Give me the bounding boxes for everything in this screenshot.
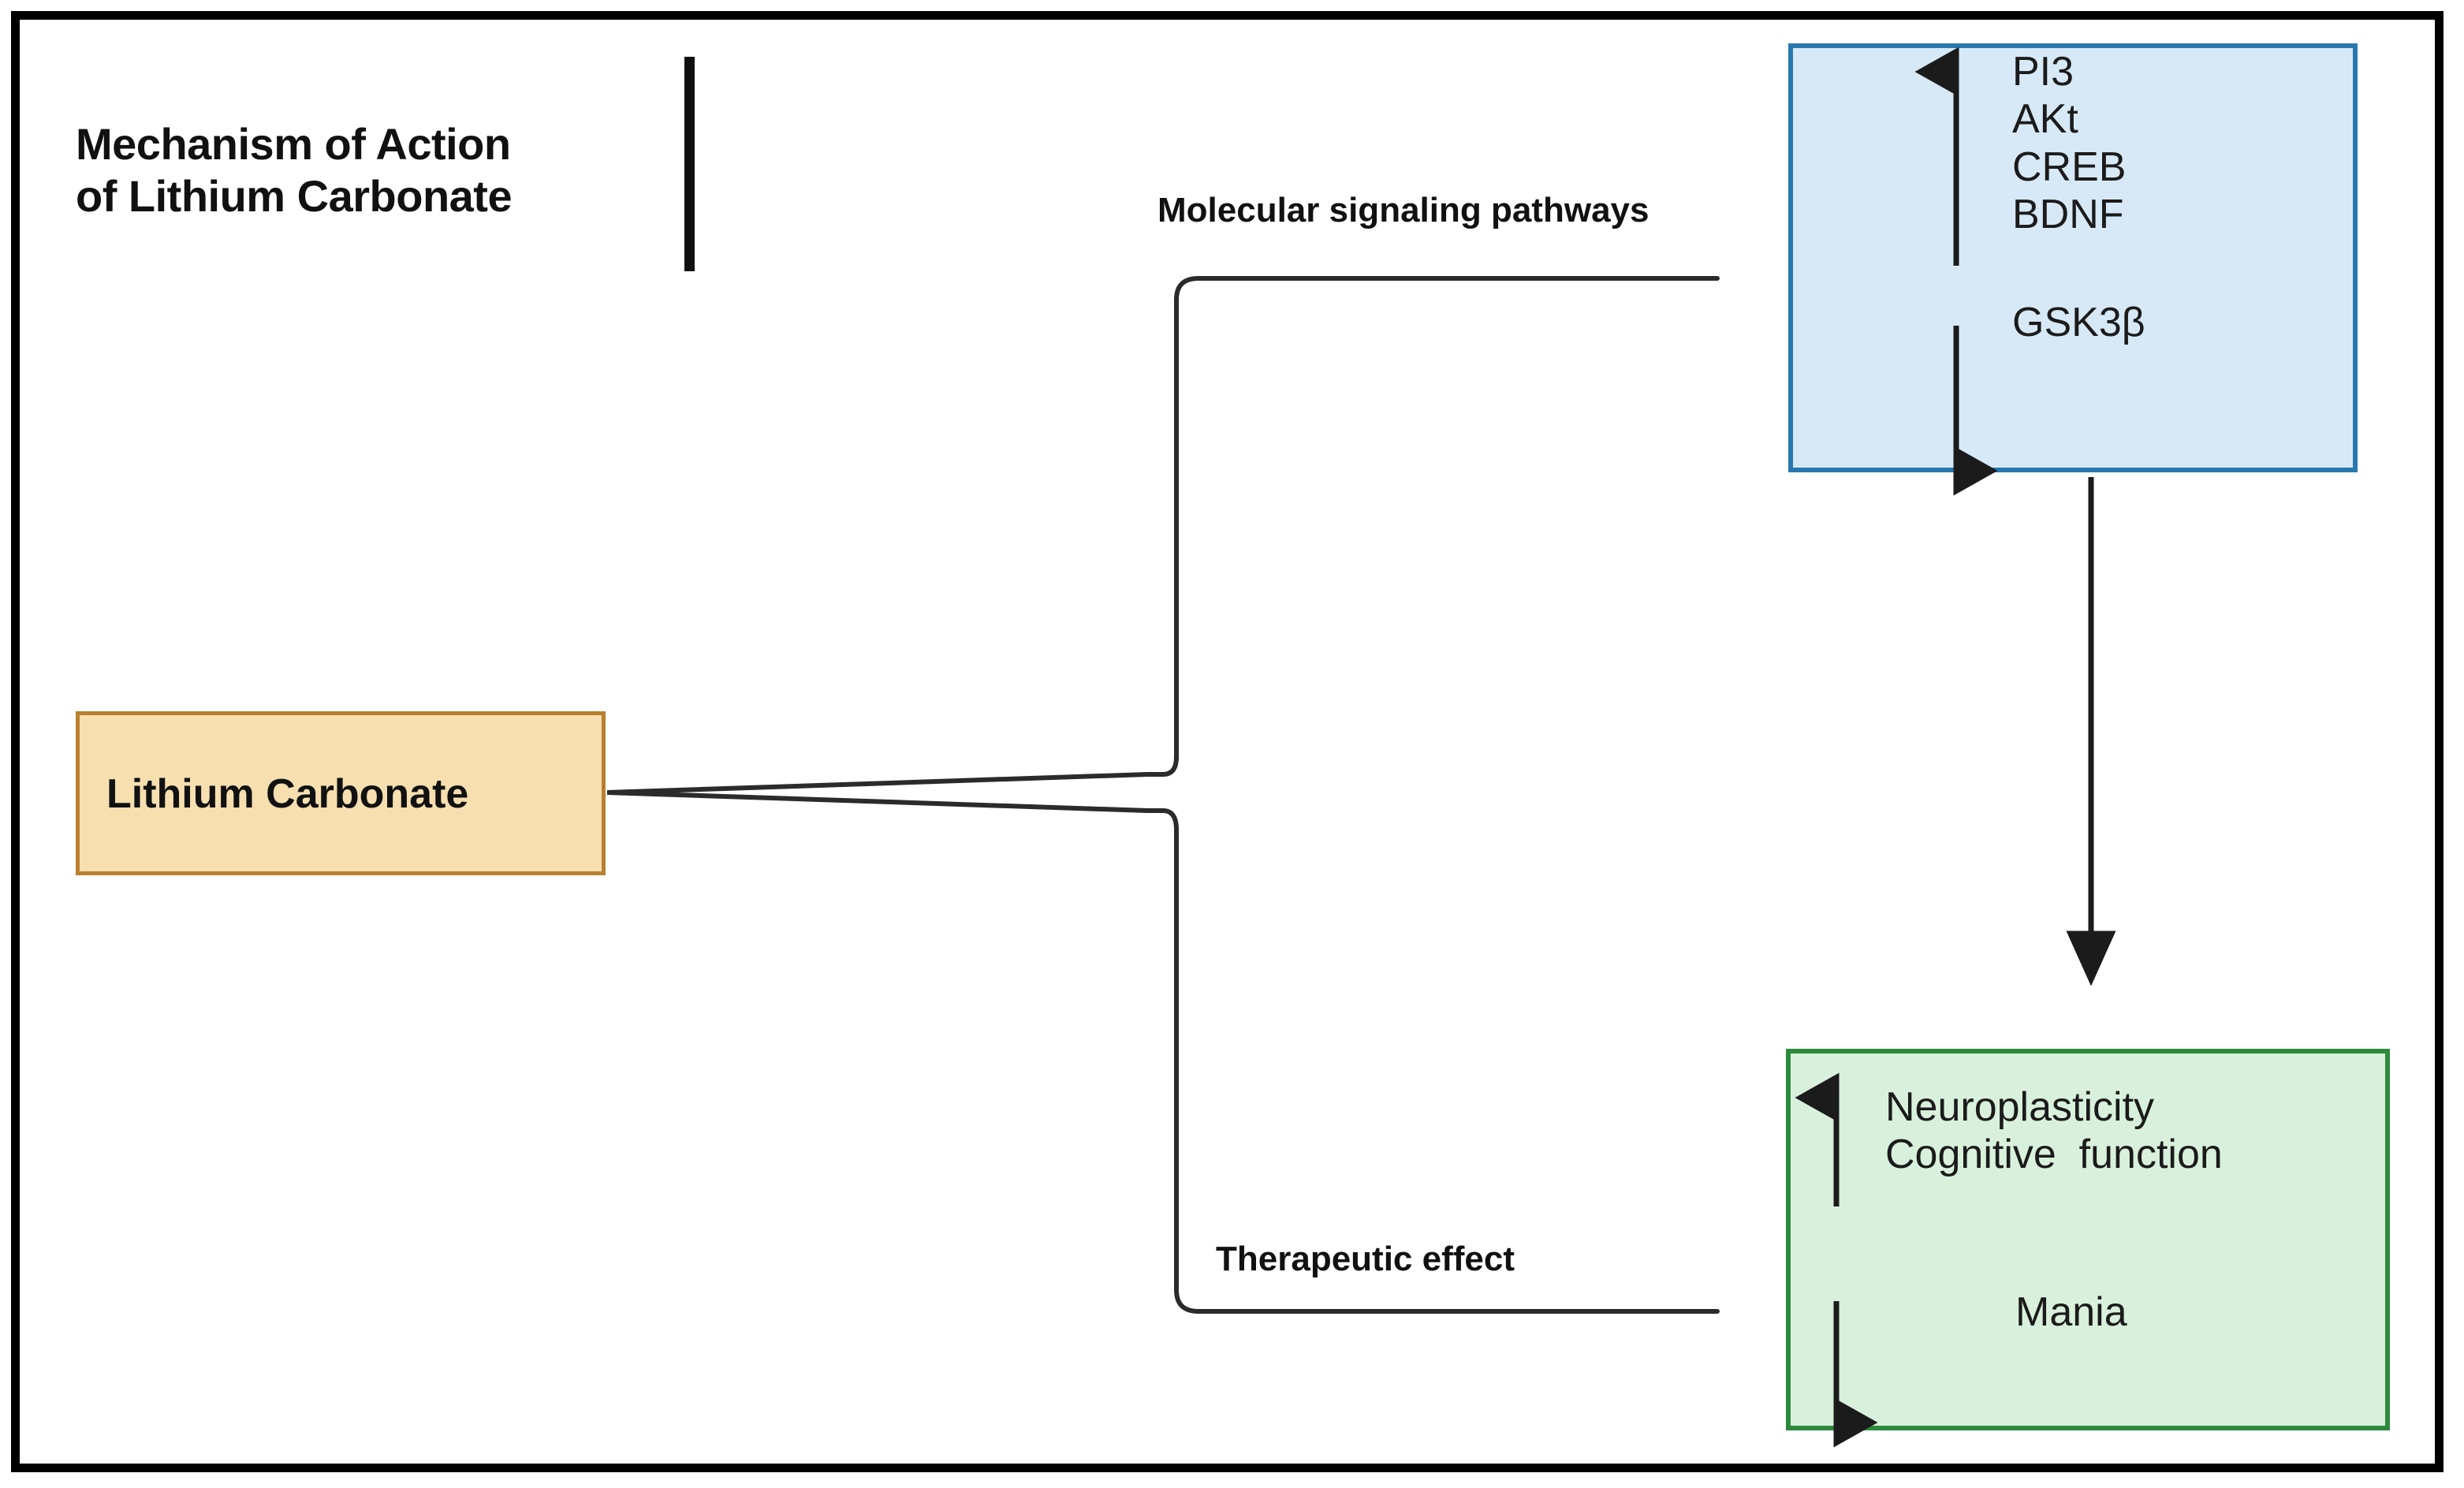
edge-label-therapeutic-effect: Therapeutic effect [1216, 1240, 1515, 1278]
effects-increased-list: Neuroplasticity Cognitive function [1885, 1084, 2223, 1178]
pathways-downregulated-list: GSK3β [2012, 300, 2145, 345]
figure-frame [11, 11, 2443, 1472]
title-divider-bar [684, 57, 695, 271]
node-therapeutic-effects[interactable]: Neuroplasticity Cognitive function Mania [1786, 1049, 2390, 1448]
node-molecular-pathways[interactable]: PI3 AKt CREB BDNF GSK3β [1788, 43, 2358, 496]
pathways-upregulated-list: PI3 AKt CREB BDNF [2012, 49, 2127, 237]
node-lithium-carbonate[interactable]: Lithium Carbonate [76, 711, 606, 875]
figure-title-line-1: Mechanism of Action [76, 119, 511, 169]
figure-title: Mechanism of Action of Lithium Carbonate [76, 118, 643, 222]
effects-decreased-list: Mania [2015, 1289, 2127, 1335]
node-lithium-carbonate-label: Lithium Carbonate [106, 771, 469, 817]
figure-title-line-2: of Lithium Carbonate [76, 171, 513, 222]
edge-label-molecular-signaling-pathways: Molecular signaling pathways [1157, 191, 1650, 229]
